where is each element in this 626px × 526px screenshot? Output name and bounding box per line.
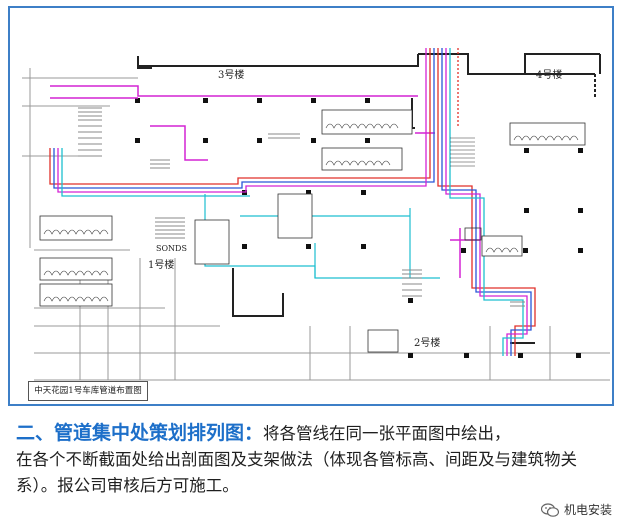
pipe-layout-plan [22,48,610,381]
section-details [39,109,586,353]
article-paragraph: 二、管道集中处策划排列图：将各管线在同一张平面图中绘出， 在各个不断截面处给出剖面… [16,420,616,499]
drawing-caption: 中天花园1号车库管道布置图 [28,381,148,401]
structural-columns [135,98,583,358]
article-text: 二、管道集中处策划排列图：将各管线在同一张平面图中绘出， 在各个不断截面处给出剖面… [16,420,616,499]
section-detail-arches [43,123,579,302]
stair-hatch [450,137,475,167]
watermark: 机电安装 [540,501,612,518]
wechat-icon [540,502,559,517]
annotation-lines [78,107,525,307]
watermark-text: 机电安装 [563,503,612,517]
magenta-pipes [50,85,480,278]
drawing-frame: 3号楼 4号楼 1号楼 2号楼 SONDS 中天花园1号车库管道布置图 [8,6,614,406]
pipe-trunk-bundle [49,48,536,356]
section-heading: 二、管道集中处策划排列图： [16,422,264,444]
body-line-1: 将各管线在同一张平面图中绘出， [263,424,511,443]
building-label-1: 1号楼 [148,260,175,271]
cyan-pipes [204,194,440,279]
building-label-2: 2号楼 [414,338,441,349]
plan-note: SONDS [156,244,187,253]
building-label-4: 4号楼 [536,70,563,81]
walls [22,53,610,381]
building-label-3: 3号楼 [218,70,245,81]
body-rest: 在各个不断截面处给出剖面图及支架做法（体现各管标高、间距及与建筑物关系）。报公司… [16,450,577,495]
